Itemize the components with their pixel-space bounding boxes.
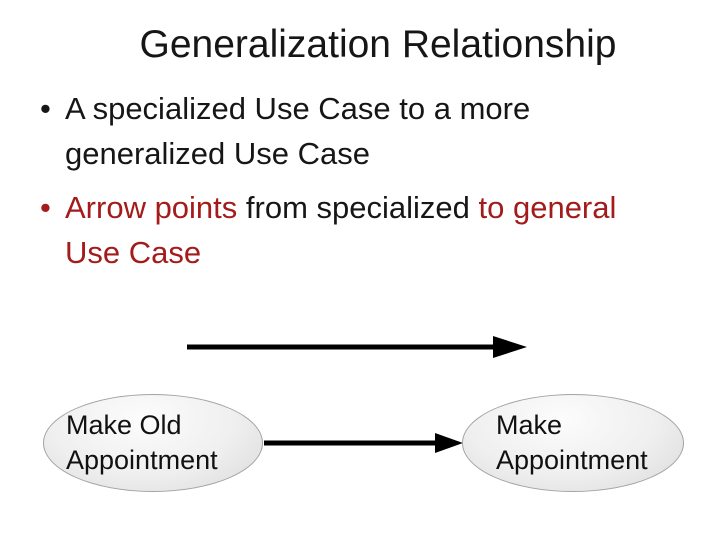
bullet-line: A specialized Use Case to a more xyxy=(65,86,688,131)
slide-title: Generalization Relationship xyxy=(139,23,617,66)
bullet-item: • A specialized Use Case to a more general… xyxy=(38,86,688,176)
use-case-label: Make Appointment xyxy=(496,410,648,475)
bullet-line: Use Case xyxy=(65,230,688,275)
bullet-marker-icon: • xyxy=(40,190,51,225)
text-segment: generalized Use Case xyxy=(65,136,371,171)
bullet-marker-icon: • xyxy=(40,91,51,126)
bullet-text: A specialized Use Case to a more generali… xyxy=(65,86,688,176)
connector-arrow-icon xyxy=(264,433,463,453)
text-segment: A specialized Use Case to a more xyxy=(65,91,531,126)
use-case-specialized: Make Old Appointment xyxy=(43,394,263,492)
use-case-label: Make Old Appointment xyxy=(66,410,218,475)
text-segment: from specialized xyxy=(245,190,479,225)
bullet-line: Arrow points from specialized to general xyxy=(65,185,688,230)
generalization-arrow-icon xyxy=(187,336,527,358)
text-segment: to general xyxy=(478,190,617,225)
bullet-text: Arrow points from specialized to general… xyxy=(65,185,688,275)
text-segment: Use Case xyxy=(65,235,202,270)
use-case-general: Make Appointment xyxy=(462,394,684,492)
bullet-line: generalized Use Case xyxy=(65,131,688,176)
bullet-item: • Arrow points from specialized to genera… xyxy=(38,185,688,275)
text-segment: Arrow points xyxy=(65,190,246,225)
bullet-list: • A specialized Use Case to a more general… xyxy=(38,86,688,275)
